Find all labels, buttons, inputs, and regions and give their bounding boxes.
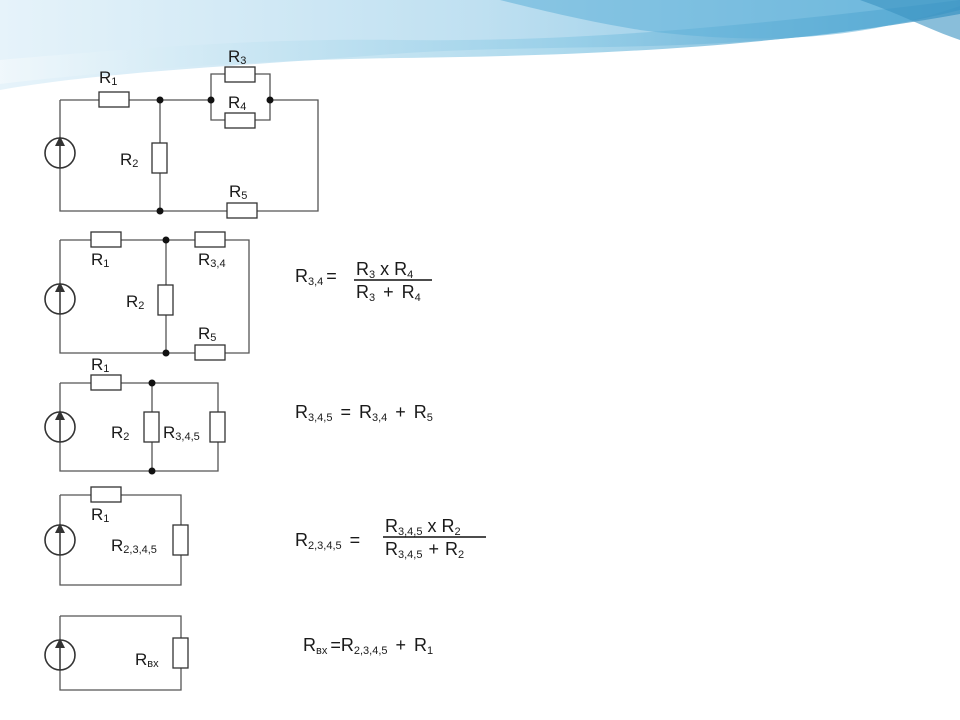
label-r1: R1 xyxy=(99,68,117,88)
resistor-r5 xyxy=(226,202,258,219)
label-r34: R3,4 xyxy=(198,250,226,270)
equation-r345: R3,4,5=R3,4+R5 xyxy=(295,402,433,424)
svg-text:R3,4=: R3,4= xyxy=(295,266,337,288)
resistor-r3 xyxy=(224,66,256,83)
resistor-r4 xyxy=(224,112,256,129)
resistor-rvx xyxy=(172,637,189,669)
label-r345: R3,4,5 xyxy=(163,423,200,443)
resistor-r2 xyxy=(143,411,160,443)
label-r2: R2 xyxy=(120,150,138,170)
label-r5: R5 xyxy=(229,182,247,202)
svg-text:Rвх=R2,3,4,5+R1: Rвх=R2,3,4,5+R1 xyxy=(303,635,433,657)
resistor-r2 xyxy=(157,284,174,316)
label-r5: R5 xyxy=(198,324,216,344)
resistor-r2 xyxy=(151,142,168,174)
label-r2345: R2,3,4,5 xyxy=(111,536,157,556)
resistor-r345 xyxy=(209,411,226,443)
voltage-source-icon xyxy=(44,282,76,315)
svg-text:R2,3,4,5=: R2,3,4,5= xyxy=(295,530,360,552)
voltage-source-icon xyxy=(44,136,76,169)
circuit-2: R1 R3,4 R2 R5 xyxy=(44,231,250,361)
circuit-4: R1 R2,3,4,5 xyxy=(44,486,189,586)
label-r1: R1 xyxy=(91,505,109,525)
voltage-source-icon xyxy=(44,523,76,556)
label-r3: R3 xyxy=(228,47,246,67)
label-r2: R2 xyxy=(111,423,129,443)
voltage-source-icon xyxy=(44,638,76,671)
label-r2: R2 xyxy=(126,292,144,312)
resistor-r1 xyxy=(90,231,122,248)
header-wave-decoration xyxy=(0,0,960,90)
resistor-r1 xyxy=(90,374,122,391)
resistor-r2345 xyxy=(172,524,189,556)
label-r1: R1 xyxy=(91,355,109,375)
label-r1: R1 xyxy=(91,250,109,270)
circuit-1: R1 R3 R4 R2 R5 xyxy=(44,47,319,219)
label-rvx: Rвх xyxy=(135,650,159,670)
circuit-3: R1 R2 R3,4,5 xyxy=(44,355,226,475)
equation-rvx: Rвх=R2,3,4,5+R1 xyxy=(303,635,433,657)
resistor-r5 xyxy=(194,344,226,361)
resistor-r1 xyxy=(98,91,130,108)
circuit-5: Rвх xyxy=(44,615,189,691)
label-r4: R4 xyxy=(228,93,246,113)
svg-text:R3,4,5=R3,4+R5: R3,4,5=R3,4+R5 xyxy=(295,402,433,424)
svg-text:R3+R4: R3+R4 xyxy=(356,282,421,304)
voltage-source-icon xyxy=(44,410,76,443)
svg-text:R3,4,5+R2: R3,4,5+R2 xyxy=(385,539,464,561)
resistor-r1 xyxy=(90,486,122,503)
resistor-r34 xyxy=(194,231,226,248)
